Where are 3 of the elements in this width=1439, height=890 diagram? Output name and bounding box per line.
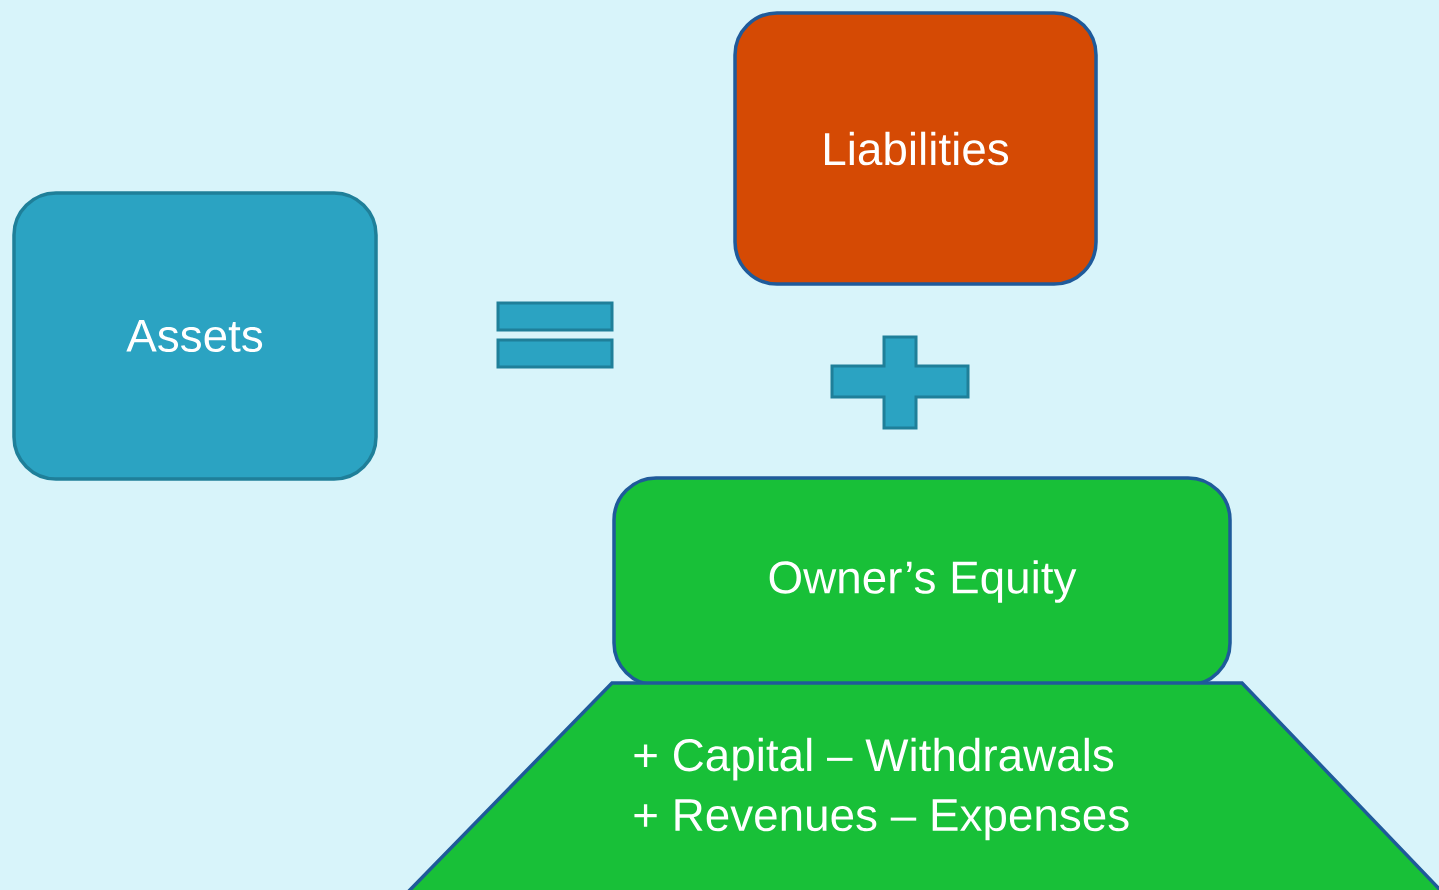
rounded-box: Liabilities [733, 11, 1098, 286]
rounded-box: Owner’s Equity [612, 476, 1232, 687]
rounded-box: Assets [12, 191, 378, 481]
